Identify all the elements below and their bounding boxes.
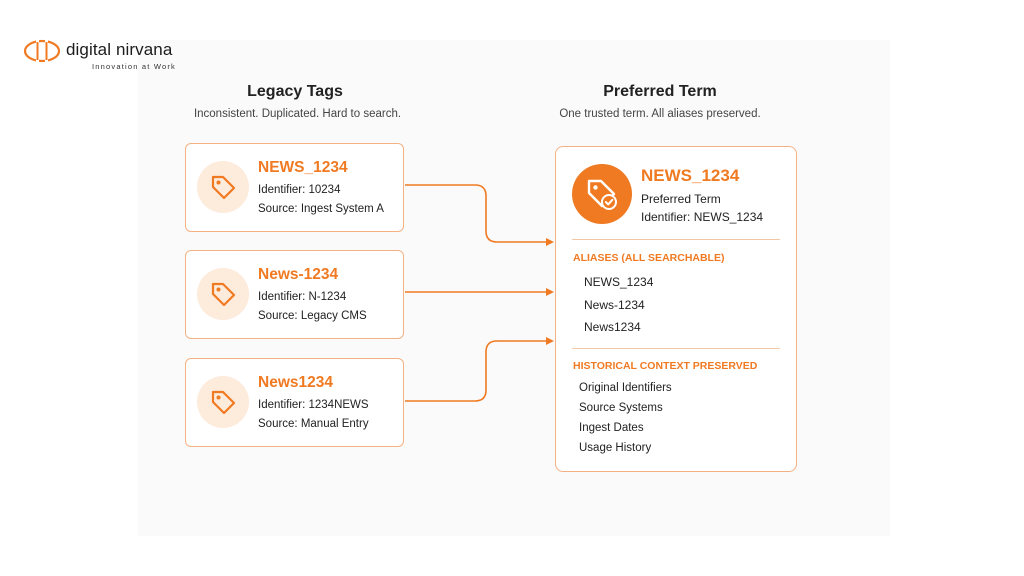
legacy-tag-identifier: Identifier: N-1234 [258, 291, 347, 303]
legacy-tag-card: News1234 Identifier: 1234NEWS Source: Ma… [185, 358, 404, 447]
brand-name: digital nirvana [66, 40, 173, 59]
preferred-term-label: Preferred Term [641, 192, 721, 206]
preferred-subtitle: One trusted term. All aliases preserved. [559, 108, 761, 120]
brand-tagline: Innovation at Work [92, 62, 176, 71]
legacy-tag-name: News-1234 [258, 266, 339, 283]
divider [572, 348, 780, 349]
tag-icon [197, 376, 249, 428]
history-heading: HISTORICAL CONTEXT PRESERVED [573, 360, 758, 372]
preferred-term-identifier: Identifier: NEWS_1234 [641, 210, 764, 224]
tag-icon [197, 268, 249, 320]
tag-icon [197, 161, 249, 213]
legacy-tag-card: News-1234 Identifier: N-1234 Source: Leg… [185, 250, 404, 339]
alias-item: NEWS_1234 [584, 275, 654, 289]
legacy-tag-identifier: Identifier: 10234 [258, 184, 341, 196]
legacy-tag-identifier: Identifier: 1234NEWS [258, 399, 369, 411]
verified-tag-icon [572, 164, 632, 224]
legacy-tag-name: NEWS_1234 [258, 159, 348, 176]
legacy-title: Legacy Tags [247, 83, 343, 100]
history-item: Source Systems [579, 402, 663, 414]
legacy-tag-source: Source: Manual Entry [258, 418, 369, 430]
legacy-subtitle: Inconsistent. Duplicated. Hard to search… [193, 108, 402, 120]
legacy-tag-source: Source: Ingest System A [258, 203, 384, 215]
legacy-tag-name: News1234 [258, 374, 333, 391]
preferred-term-card: NEWS_1234 Preferred Term Identifier: NEW… [555, 146, 797, 472]
divider [572, 239, 780, 240]
history-item: Original Identifiers [579, 382, 672, 394]
alias-item: News1234 [584, 320, 641, 334]
connector-arrow [405, 184, 554, 246]
connector-arrow [405, 337, 554, 402]
preferred-title: Preferred Term [603, 83, 717, 100]
history-item: Usage History [579, 442, 652, 454]
legacy-tag-source: Source: Legacy CMS [258, 310, 367, 322]
preferred-term-name: NEWS_1234 [641, 166, 740, 185]
legacy-tag-card: NEWS_1234 Identifier: 10234 Source: Inge… [185, 143, 404, 232]
alias-item: News-1234 [584, 298, 645, 312]
logo-mark-icon [23, 39, 61, 63]
history-item: Ingest Dates [579, 422, 644, 434]
aliases-heading: ALIASES (ALL SEARCHABLE) [573, 252, 725, 264]
